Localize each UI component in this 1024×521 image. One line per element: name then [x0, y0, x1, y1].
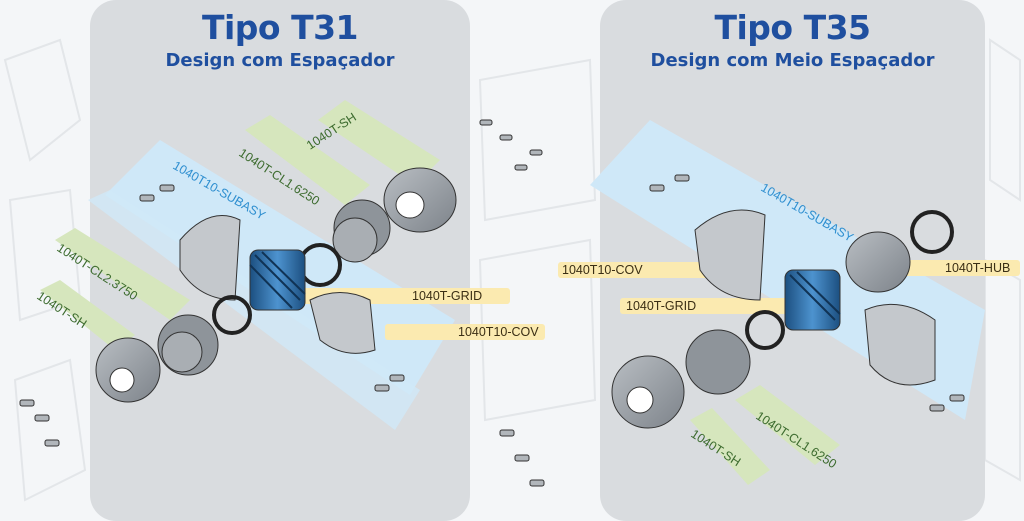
subtitle-t35: Design com Meio Espaçador: [650, 50, 935, 71]
label-left-cov: 1040T10-COV: [458, 325, 539, 339]
title-t31: Tipo T31: [201, 8, 359, 47]
right-parts: [499, 174, 965, 487]
subtitle-t31: Design com Espaçador: [165, 50, 395, 71]
label-right-cov: 1040T10-COV: [562, 263, 643, 277]
label-left-grid: 1040T-GRID: [412, 289, 482, 303]
right-label-bands: [558, 260, 1020, 485]
label-right-grid: 1040T-GRID: [626, 299, 696, 313]
band-left-ext: [88, 190, 420, 430]
title-t35: Tipo T35: [714, 8, 871, 47]
left-parts: [19, 119, 543, 447]
label-right-hub: 1040T-HUB: [945, 261, 1010, 275]
